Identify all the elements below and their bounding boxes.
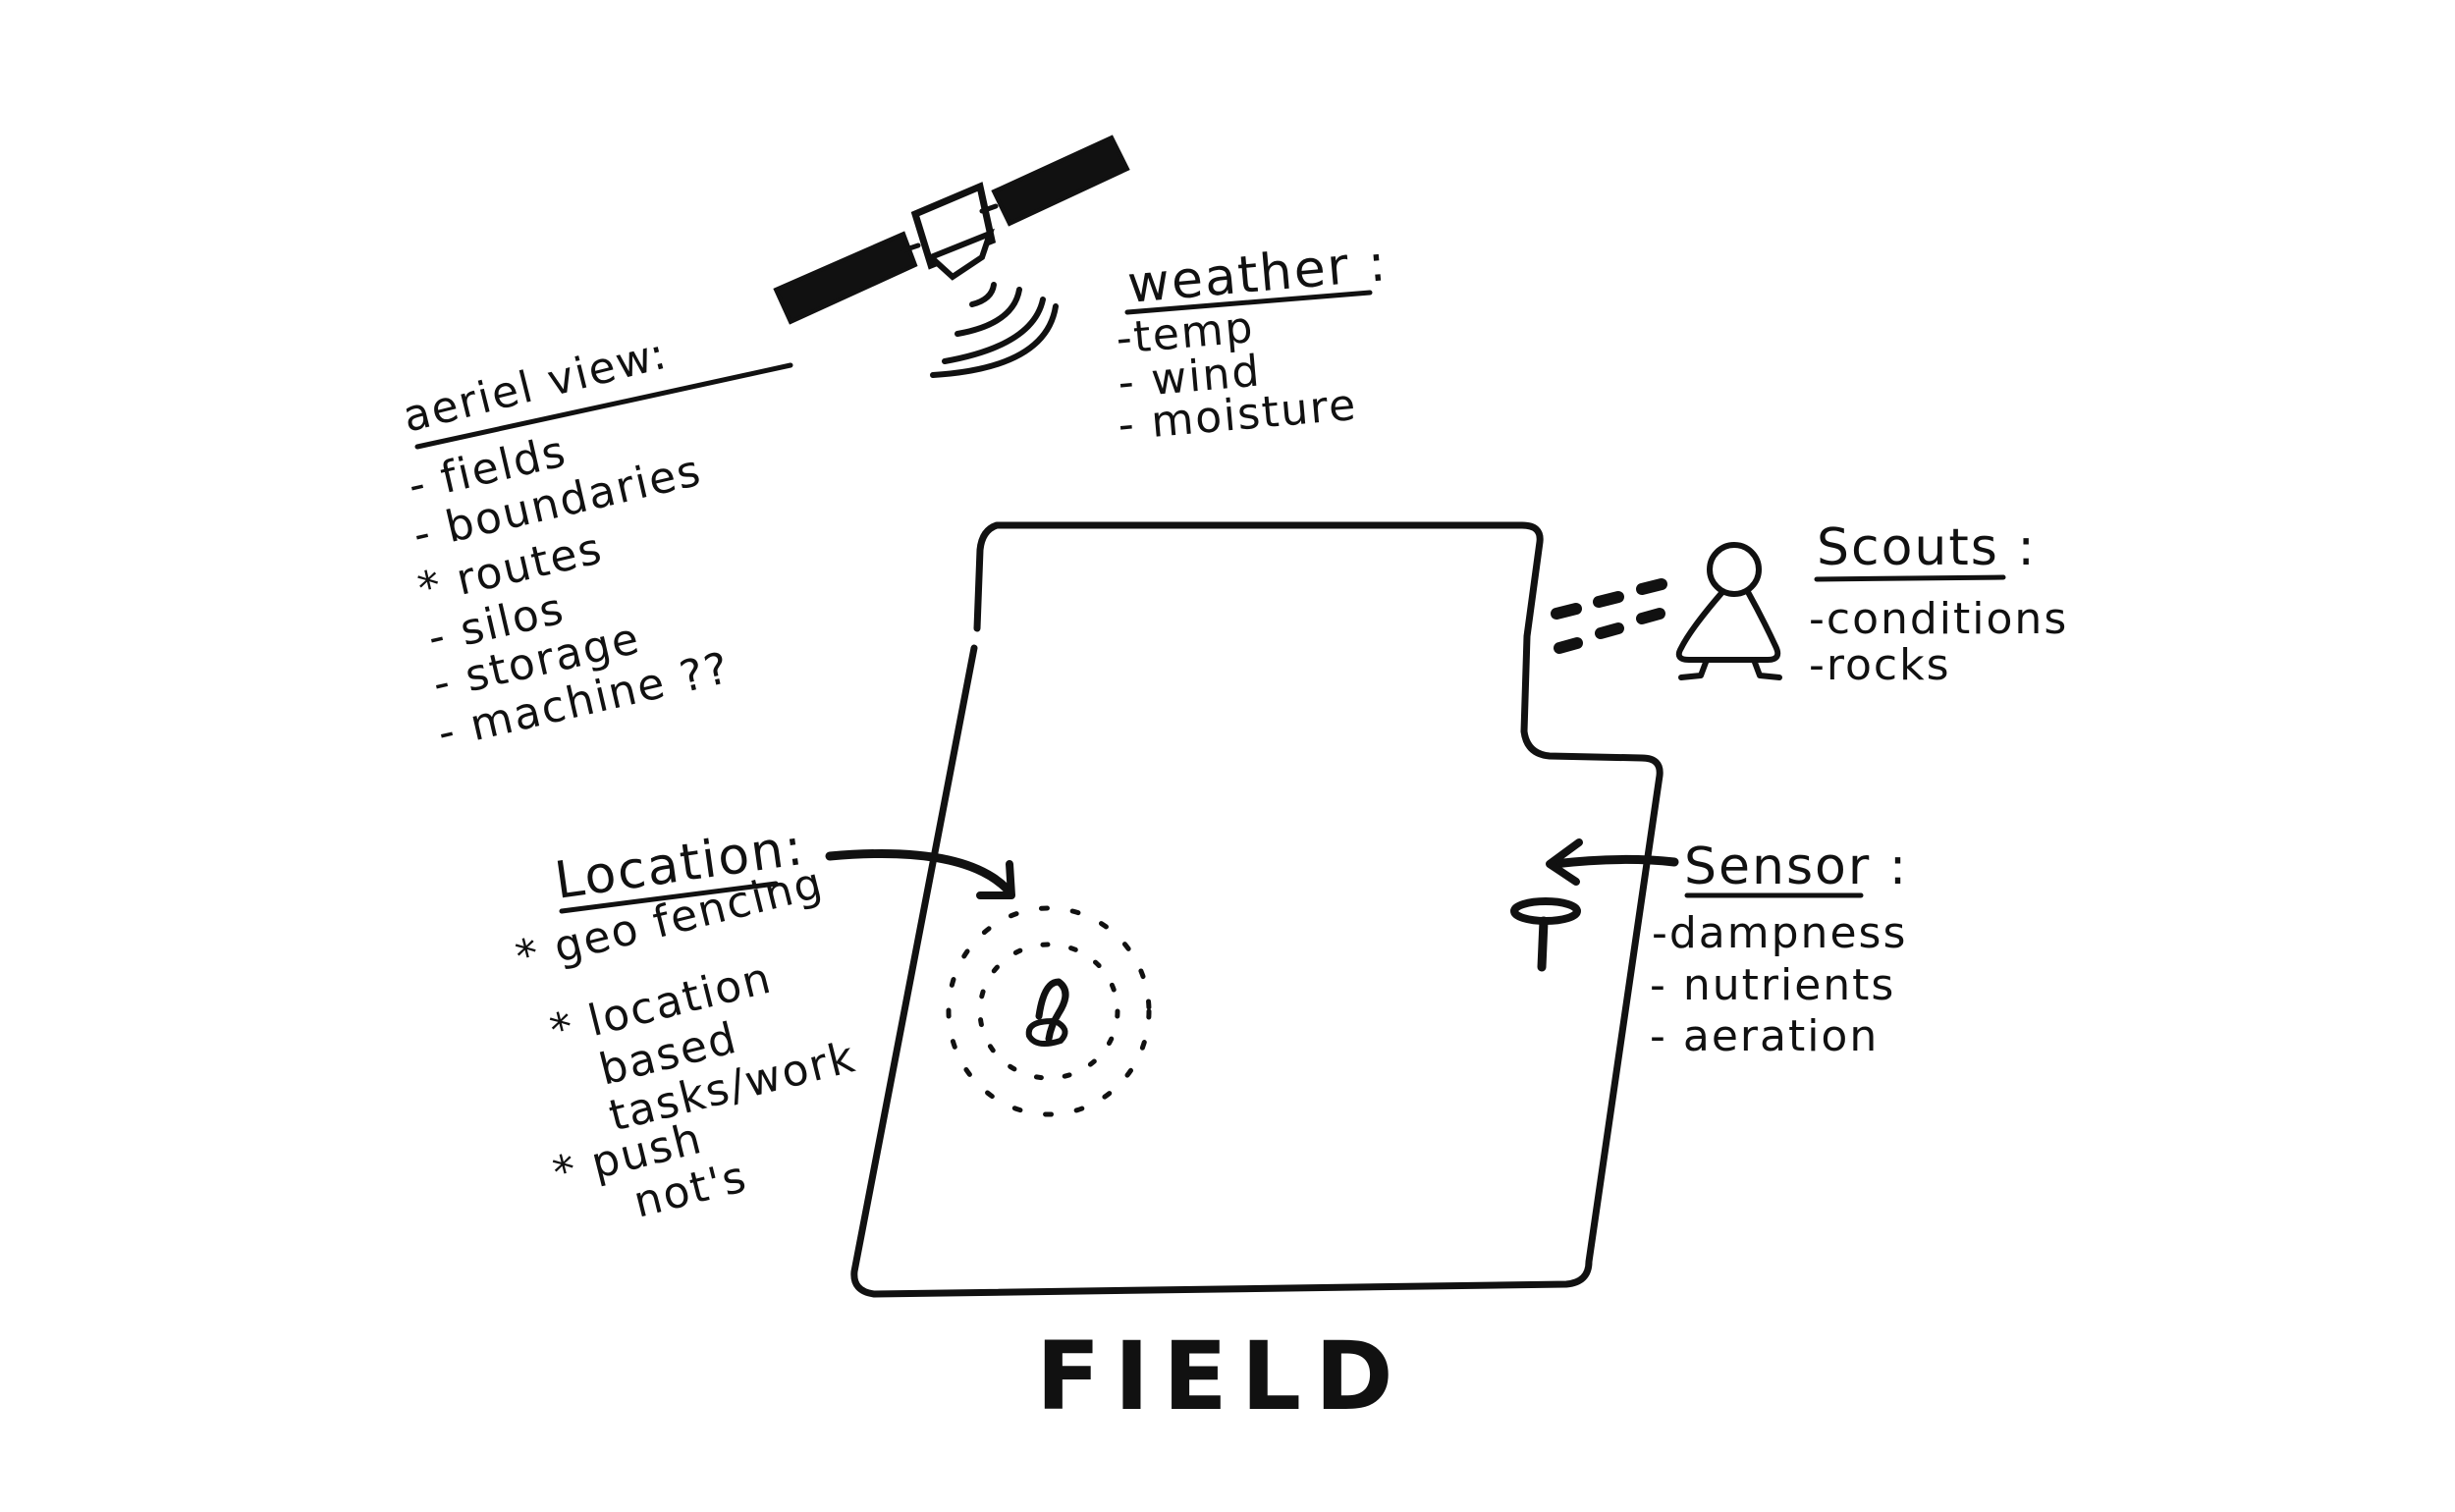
weather-underline: [1124, 290, 1373, 315]
weather-item: -temp: [1115, 302, 1257, 364]
aerial-view-notes: aeriel view: - fields - boundaries * rou…: [398, 329, 793, 759]
scouts-item: -conditions: [1809, 594, 2068, 644]
geofence-ring-inner: [977, 942, 1120, 1081]
signal-wave-1: [969, 282, 997, 307]
solar-panel-left: [773, 231, 918, 325]
signal-wave-4: [930, 303, 1059, 378]
aerial-view-title: aeriel view:: [398, 329, 673, 443]
signal-wave-3: [942, 297, 1046, 364]
scouts-notes: Scouts : -conditions -rocks: [1809, 518, 2068, 690]
weather-item: - wind: [1117, 346, 1264, 408]
pin-base: [1025, 1018, 1068, 1048]
weather-notes: weather : -temp - wind - moisture: [1115, 234, 1391, 451]
scout-path-dashes: [1551, 578, 1667, 654]
scouts-item: -rocks: [1809, 640, 1951, 690]
location-notes: Location: * geo fencing * location based…: [511, 818, 861, 1228]
location-arrow: [825, 848, 1015, 899]
solar-panel-right: [991, 135, 1130, 227]
sensor-item: - nutrients: [1650, 960, 1895, 1010]
field-label: FIELD: [1036, 1322, 1407, 1431]
satellite-lens: [925, 228, 995, 281]
sensor-item: - aeration: [1650, 1011, 1879, 1061]
aerial-view-underline: [414, 362, 793, 450]
scout-person-icon: [1675, 542, 1782, 680]
gps-pin-icon: [1025, 978, 1069, 1048]
satellite-icon: [773, 135, 1130, 378]
pin-drop: [1035, 978, 1069, 1043]
scout-body: [1675, 589, 1781, 663]
location-underline: [559, 881, 779, 914]
sensor-item: -dampness: [1652, 908, 1907, 958]
sensor-arrow: [1546, 838, 1679, 886]
scout-legs: [1678, 657, 1782, 680]
field-boundary: [850, 521, 1664, 1298]
soil-sensor-icon: [1510, 897, 1581, 972]
scout-head: [1707, 542, 1762, 597]
sensor-notes: Sensor : -dampness - nutrients - aeratio…: [1650, 837, 1908, 1061]
geofence-ring: [946, 905, 1152, 1117]
signal-wave-2: [955, 287, 1022, 337]
sensor-title: Sensor :: [1684, 837, 1908, 896]
scouts-underline: [1814, 574, 2006, 582]
scouts-title: Scouts :: [1817, 518, 2037, 577]
